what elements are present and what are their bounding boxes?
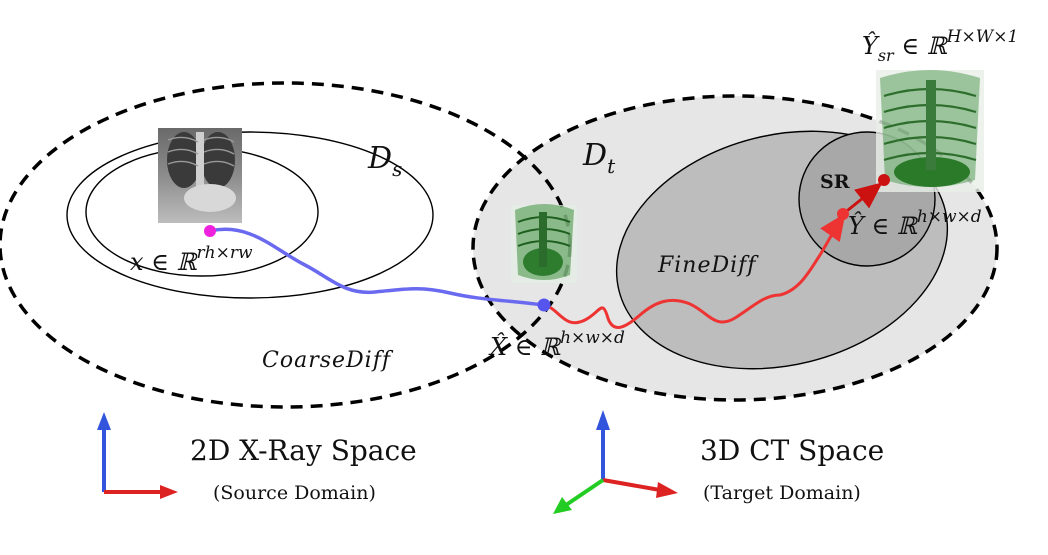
sr-output-label: Ŷsr ∈ ℝH×W×1 [862, 27, 1018, 65]
input-label: x ∈ ℝrh×rw [130, 243, 253, 276]
target-space-title: 3D CT Space [700, 434, 884, 467]
fine-diff-label: FineDiff [657, 253, 759, 278]
source-space-title: 2D X-Ray Space [190, 434, 417, 467]
sr-label: SR [820, 171, 850, 193]
ct-volume-render-icon [511, 204, 577, 283]
coarse-output-label: X̂ ∈ ℝh×w×d [488, 328, 625, 361]
axes-2d-icon [97, 412, 178, 499]
fine-output-point [837, 208, 849, 220]
sr-arrow [842, 182, 883, 216]
coarse-diff-path [209, 227, 544, 307]
fine-diff-path [544, 213, 846, 329]
target-space-subtitle: (Target Domain) [703, 482, 861, 504]
fine-output-label: Ŷ ∈ ℝh×w×d [848, 207, 982, 240]
source-domain-label: Ds [367, 141, 402, 181]
sr-output-point [878, 174, 890, 186]
chest-xray-image-icon [158, 128, 242, 223]
ct-volume-render-large-icon [876, 70, 984, 192]
input-point [204, 225, 216, 237]
source-space-subtitle: (Source Domain) [213, 482, 376, 504]
coarse-output-point [537, 298, 551, 312]
coarse-diff-label: CoarseDiff [262, 348, 394, 373]
coarse-diff-region [66, 131, 434, 299]
axes-3d-icon [553, 410, 678, 514]
target-domain-label: Dt [582, 138, 616, 178]
